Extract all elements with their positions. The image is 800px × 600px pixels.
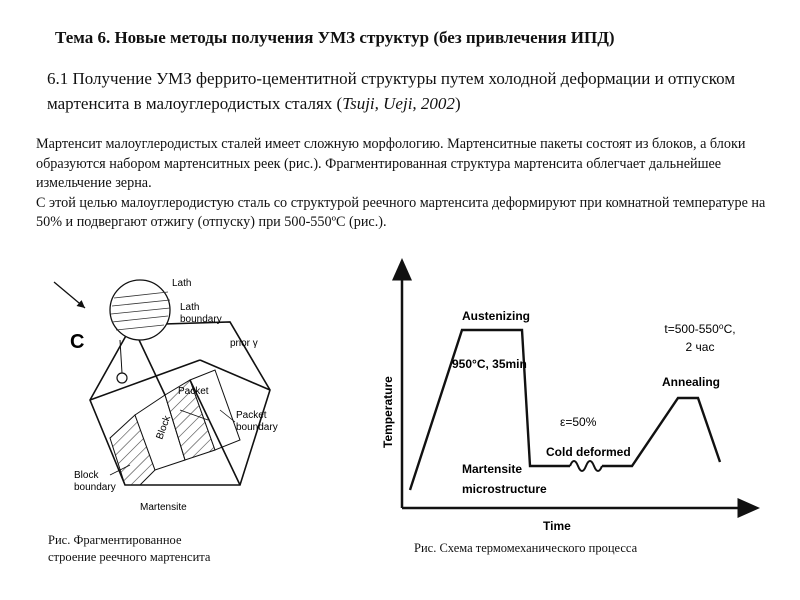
label-block-boundary-1: Block bbox=[74, 470, 99, 481]
leader-line bbox=[109, 464, 131, 476]
block-region bbox=[109, 414, 156, 486]
caption-left-line-1: Рис. Фрагментированное bbox=[48, 533, 182, 547]
section-heading-close: ) bbox=[454, 94, 461, 113]
figure-left-caption: Рис. Фрагментированное строение реечного… bbox=[48, 532, 288, 566]
process-curve bbox=[408, 328, 570, 491]
thermomechanical-schedule: Temperature Time Austenizing 950°C, 35mi… bbox=[381, 258, 760, 533]
section-heading-text: 6.1 Получение УМЗ феррито-цементитной ст… bbox=[47, 69, 736, 113]
reference-citation: Tsuji, Ueji, 2002 bbox=[342, 94, 455, 113]
leader-line bbox=[219, 409, 236, 423]
martensite-structure-figure: C Lath Lath boundary prior γ Packet Pack… bbox=[53, 278, 278, 513]
axis-label-time: Time bbox=[543, 519, 571, 533]
paragraph-2: С этой целью малоуглеродистую сталь со с… bbox=[36, 194, 766, 231]
leader-line bbox=[179, 409, 209, 421]
slide-title: Тема 6. Новые методы получения УМЗ струк… bbox=[55, 28, 615, 47]
label-austenizing-params: 950°C, 35min bbox=[452, 357, 527, 371]
label-austenizing: Austenizing bbox=[462, 309, 530, 323]
zoom-spot bbox=[116, 372, 128, 384]
label-block-boundary-2: boundary bbox=[74, 482, 116, 493]
zoom-line bbox=[119, 339, 123, 374]
packet-boundary-line bbox=[89, 359, 201, 401]
label-martensite: Martensite bbox=[140, 502, 187, 513]
lath-lines bbox=[110, 291, 171, 331]
annealing-curve bbox=[602, 396, 722, 468]
label-anneal-time: 2 час bbox=[686, 340, 715, 354]
packet-boundary-line bbox=[199, 359, 271, 391]
label-martensite: Martensite bbox=[462, 462, 522, 476]
body-text: Мартенсит малоуглеродистых сталей имеет … bbox=[36, 135, 786, 233]
caption-left-line-2: строение реечного мартенсита bbox=[48, 550, 211, 564]
packet-boundary-line bbox=[189, 379, 241, 486]
label-annealing: Annealing bbox=[662, 375, 720, 389]
figure-right-caption: Рис. Схема термомеханического процесса bbox=[414, 541, 638, 555]
deformation-spring bbox=[569, 460, 603, 472]
label-packet-boundary-2: boundary bbox=[236, 422, 278, 433]
label-prior-gamma: prior γ bbox=[230, 338, 258, 349]
label-anneal-temp: t=500-550⁰C, bbox=[664, 322, 735, 336]
paragraph-1: Мартенсит малоуглеродистых сталей имеет … bbox=[36, 136, 746, 191]
label-strain: ε=50% bbox=[560, 415, 597, 429]
label-microstructure: microstructure bbox=[462, 482, 547, 496]
block-region bbox=[189, 369, 241, 451]
lath-magnifier bbox=[109, 279, 171, 341]
label-lath-boundary-2: boundary bbox=[180, 314, 222, 325]
label-packet: Packet bbox=[178, 386, 209, 397]
label-lath-boundary-1: Lath bbox=[180, 302, 199, 313]
pointer-arrow bbox=[53, 281, 86, 309]
label-lath: Lath bbox=[172, 278, 191, 289]
figure-letter: C bbox=[70, 331, 84, 353]
section-heading: 6.1 Получение УМЗ феррито-цементитной ст… bbox=[47, 66, 777, 116]
label-cold-deformed: Cold deformed bbox=[546, 445, 631, 459]
axis-label-temperature: Temperature bbox=[381, 376, 395, 448]
label-packet-boundary-1: Packet bbox=[236, 410, 267, 421]
